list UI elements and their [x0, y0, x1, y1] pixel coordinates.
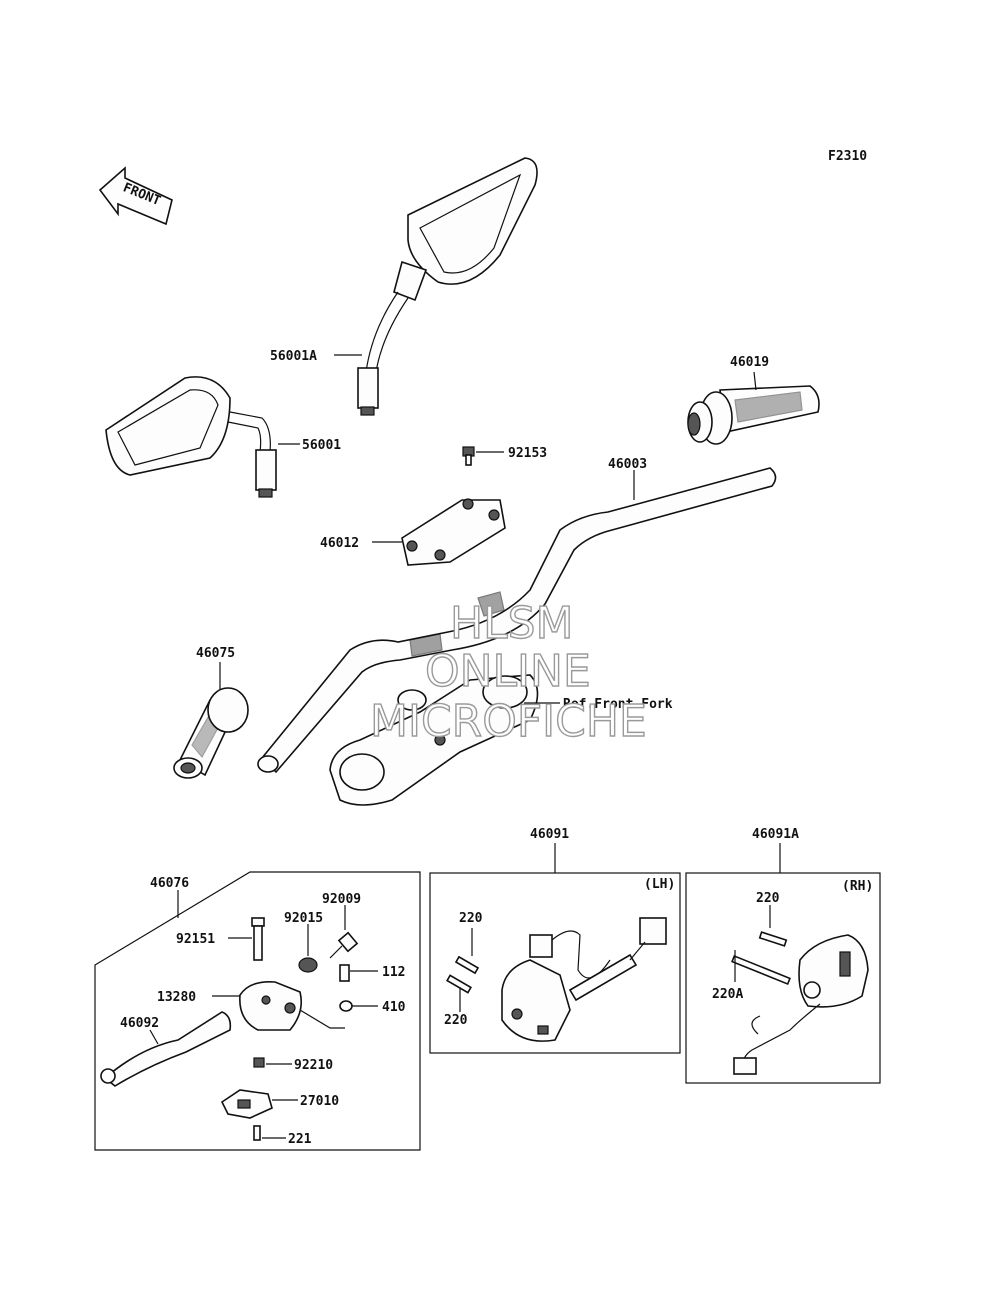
screw-220-lh-bottom-icon — [446, 974, 472, 994]
grip-left-icon — [173, 687, 249, 779]
label-46075: 46075 — [196, 646, 235, 661]
label-220A-rh: 220A — [712, 987, 743, 1002]
label-46076: 46076 — [150, 876, 189, 891]
nut-92210-icon — [253, 1057, 265, 1068]
switch-rh-box — [685, 872, 881, 1084]
label-56001: 56001 — [302, 438, 341, 453]
label-92009: 92009 — [322, 892, 361, 907]
label-46092: 46092 — [120, 1016, 159, 1031]
label-27010: 27010 — [300, 1094, 339, 1109]
front-arrow-icon: FRONT — [98, 166, 173, 226]
switch-rh-icon — [733, 934, 869, 1075]
handlebar-holder-icon — [401, 498, 506, 566]
screw-220-rh-icon — [758, 931, 788, 947]
watermark-line3: MICROFICHE — [370, 696, 647, 747]
bolt-92151-icon — [251, 917, 265, 961]
screw-220-lh-top-icon — [454, 955, 480, 975]
diagram-code: F2310 — [828, 149, 867, 164]
reference-note: Ref.Front Fork — [563, 697, 673, 712]
mirror-right-icon — [357, 157, 538, 416]
label-410: 410 — [382, 1000, 406, 1015]
bolt-112-icon — [339, 964, 350, 982]
label-46091: 46091 — [530, 827, 569, 842]
label-92151: 92151 — [176, 932, 215, 947]
switch-lh-icon — [501, 917, 667, 1042]
label-46012: 46012 — [320, 536, 359, 551]
handlebar-icon — [257, 467, 777, 774]
label-46019: 46019 — [730, 355, 769, 370]
lever-assembly-box — [94, 871, 421, 1151]
label-220-lh-bottom: 220 — [444, 1013, 468, 1028]
washer-410-icon — [339, 1000, 353, 1012]
lever-46092-icon — [100, 1011, 232, 1087]
label-92210: 92210 — [294, 1058, 333, 1073]
label-56001A: 56001A — [270, 349, 317, 364]
label-220-lh-top: 220 — [459, 911, 483, 926]
triple-clamp-icon — [329, 674, 539, 806]
screw-92009-icon — [329, 931, 359, 959]
grip-right-icon — [687, 385, 820, 445]
screw-221-icon — [253, 1125, 261, 1141]
bolt-92153-icon — [462, 446, 475, 466]
switch-27010-icon — [220, 1089, 273, 1119]
label-92153: 92153 — [508, 446, 547, 461]
mirror-left-icon — [105, 376, 277, 498]
label-220-rh: 220 — [756, 891, 780, 906]
label-46003: 46003 — [608, 457, 647, 472]
label-92015: 92015 — [284, 911, 323, 926]
tag-rh: (RH) — [842, 879, 873, 894]
tag-lh: (LH) — [644, 877, 675, 892]
screw-220a-rh-icon — [731, 954, 791, 986]
label-46091A: 46091A — [752, 827, 799, 842]
nut-92015-icon — [298, 957, 318, 973]
watermark-line1: HLSM — [450, 598, 574, 649]
label-112: 112 — [382, 965, 405, 980]
label-221: 221 — [288, 1132, 312, 1147]
watermark-line2: ONLINE — [425, 646, 591, 697]
bracket-13280-icon — [239, 980, 303, 1031]
label-13280: 13280 — [157, 990, 196, 1005]
